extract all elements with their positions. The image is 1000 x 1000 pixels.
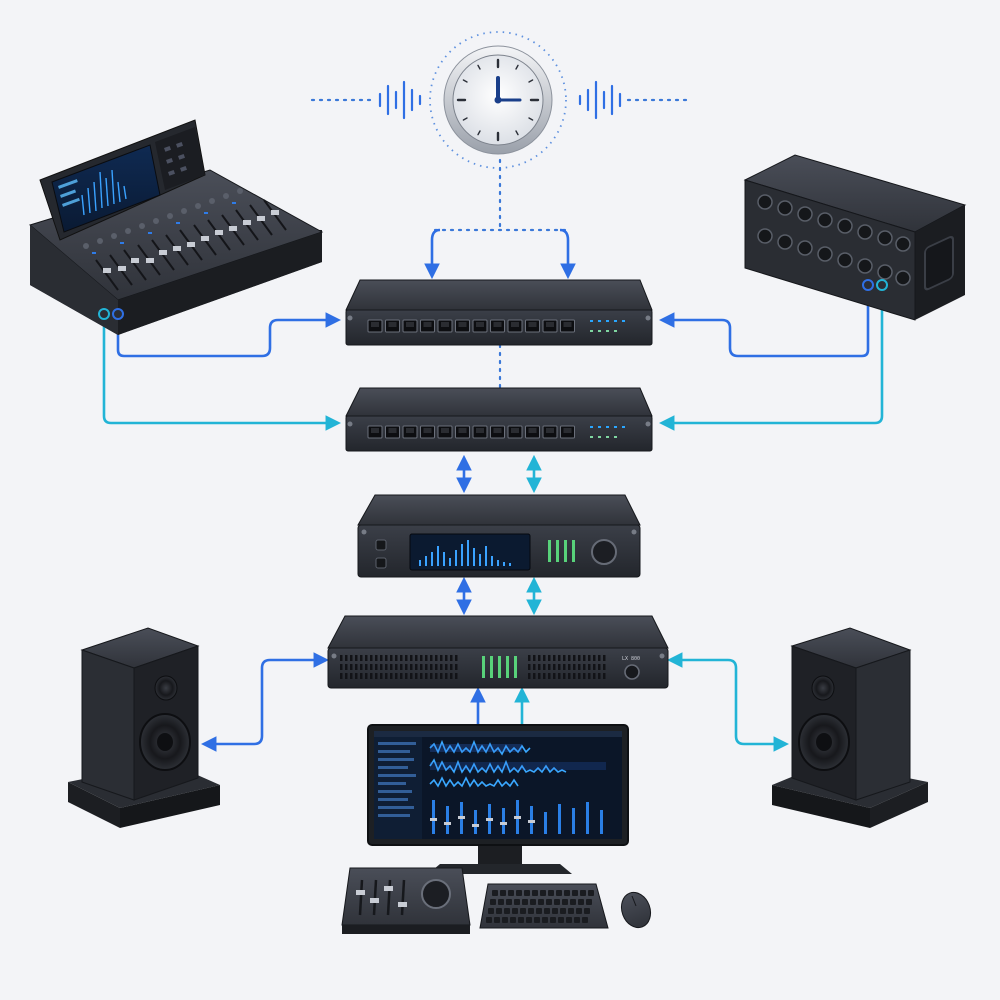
sound-wave-right xyxy=(578,80,622,120)
amp-volume-knob xyxy=(624,664,640,680)
amp-meters xyxy=(482,656,517,678)
clock-sync-links xyxy=(310,98,692,390)
audio-processor xyxy=(357,494,641,578)
power-amplifier: LX 800 xyxy=(327,615,669,689)
switch-primary-ports xyxy=(367,319,575,333)
processor-meters xyxy=(548,540,575,562)
speaker-left xyxy=(68,627,220,828)
clock-ticks xyxy=(456,58,540,142)
amp-vent-left xyxy=(340,655,458,679)
processor-display xyxy=(409,533,531,571)
processor-spectrum xyxy=(419,540,511,566)
amp-to-left-speaker-link xyxy=(200,652,330,752)
amp-vent-right xyxy=(528,655,606,679)
switch-secondary-ports xyxy=(367,425,575,439)
console-to-switch-primary-link xyxy=(116,312,342,358)
keyboard-keys xyxy=(486,890,594,923)
master-clock xyxy=(429,31,567,169)
sound-wave-left xyxy=(378,80,422,120)
clock-arrow-right xyxy=(559,228,576,280)
daw-monitor xyxy=(367,724,629,874)
stagebox-xlr-ports xyxy=(757,194,911,286)
stagebox xyxy=(743,154,967,321)
amp-model-text: LX 800 xyxy=(622,656,640,662)
mouse xyxy=(620,891,652,929)
keyboard xyxy=(479,883,609,929)
mixing-console xyxy=(28,119,324,335)
stagebox-to-switch-primary-link xyxy=(658,285,870,358)
clock-arrow-left xyxy=(424,228,441,280)
amp-to-right-speaker-link xyxy=(666,652,790,752)
switch-primary xyxy=(345,279,653,346)
console-screen xyxy=(51,144,161,233)
console-faders xyxy=(83,188,287,291)
control-surface xyxy=(341,867,471,934)
speaker-right xyxy=(772,627,928,828)
left-tweeter xyxy=(154,675,178,701)
daw-waveforms xyxy=(429,739,567,788)
stagebox-to-switch-secondary-link xyxy=(658,285,884,431)
console-screen-spectrum xyxy=(81,169,127,216)
control-surface-jog-wheel xyxy=(421,879,451,909)
links-layer xyxy=(102,80,884,752)
right-tweeter xyxy=(811,675,835,701)
console-to-switch-secondary-link xyxy=(102,315,342,431)
processor-knob xyxy=(591,539,617,565)
switch-secondary xyxy=(345,387,653,452)
